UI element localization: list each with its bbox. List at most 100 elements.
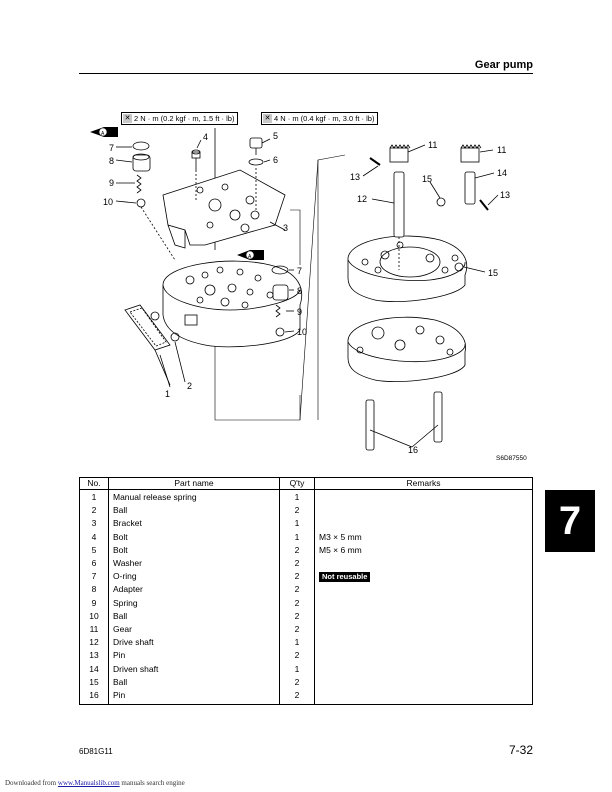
cell-no: 12 bbox=[79, 636, 109, 650]
cell-part-name: Bolt bbox=[108, 530, 280, 544]
cell-qty: 1 bbox=[279, 662, 315, 676]
col-header-part-name: Part name bbox=[108, 477, 280, 490]
callout-13: 13 bbox=[350, 172, 360, 182]
footer-doc-code: 6D81G11 bbox=[79, 747, 113, 756]
cell-part-name: Drive shaft bbox=[108, 636, 280, 650]
cell-part-name: O-ring bbox=[108, 570, 280, 584]
cell-qty: 1 bbox=[279, 530, 315, 544]
torque-spec-text: 4 N · m (0.4 kgf · m, 3.0 ft · lb) bbox=[274, 114, 375, 123]
cell-part-name: Washer bbox=[108, 557, 280, 571]
cell-remarks bbox=[314, 583, 533, 597]
cell-qty: 2 bbox=[279, 557, 315, 571]
cell-qty: 2 bbox=[279, 649, 315, 663]
cell-remarks bbox=[314, 557, 533, 571]
cell-remarks: M3 × 5 mm bbox=[314, 530, 533, 544]
cell-qty: 1 bbox=[279, 636, 315, 650]
cell-remarks bbox=[314, 517, 533, 531]
cell-qty: 2 bbox=[279, 689, 315, 706]
cell-part-name: Pin bbox=[108, 649, 280, 663]
cell-qty: 2 bbox=[279, 504, 315, 518]
cell-part-name: Driven shaft bbox=[108, 662, 280, 676]
callout-2: 2 bbox=[187, 381, 192, 391]
callout-6: 6 bbox=[273, 155, 278, 165]
download-suffix: manuals search engine bbox=[119, 779, 185, 787]
svg-text:A: A bbox=[248, 254, 252, 260]
not-reusable-badge: Not reusable bbox=[319, 572, 371, 583]
cell-part-name: Ball bbox=[108, 504, 280, 518]
cell-no: 9 bbox=[79, 596, 109, 610]
header-rule bbox=[79, 73, 533, 74]
download-link[interactable]: www.Manualslib.com bbox=[57, 779, 120, 787]
cell-no: 14 bbox=[79, 662, 109, 676]
cell-no: 3 bbox=[79, 517, 109, 531]
cell-part-name: Bracket bbox=[108, 517, 280, 531]
callout-4: 4 bbox=[203, 132, 208, 142]
callout-1: 1 bbox=[165, 389, 170, 399]
cell-remarks bbox=[314, 636, 533, 650]
cell-qty: 2 bbox=[279, 543, 315, 558]
callout-9b: 9 bbox=[297, 307, 302, 317]
figure-code: S6D87550 bbox=[496, 455, 527, 462]
torque-spec-text: 2 N · m (0.2 kgf · m, 1.5 ft · lb) bbox=[134, 114, 235, 123]
cell-remarks bbox=[314, 596, 533, 610]
callout-11: 11 bbox=[428, 140, 437, 150]
page-header-title: Gear pump bbox=[474, 59, 533, 71]
callout-16: 16 bbox=[408, 445, 418, 455]
cell-no: 2 bbox=[79, 504, 109, 518]
cell-no: 10 bbox=[79, 609, 109, 624]
cell-remarks bbox=[314, 675, 533, 690]
download-note: Downloaded from www.Manualslib.com manua… bbox=[5, 779, 185, 787]
cell-no: 7 bbox=[79, 570, 109, 584]
cell-remarks bbox=[314, 649, 533, 663]
cell-qty: 1 bbox=[279, 517, 315, 531]
callout-15b: 15 bbox=[488, 268, 498, 278]
chapter-tab: 7 bbox=[545, 490, 595, 552]
cell-part-name: Pin bbox=[108, 689, 280, 706]
cell-remarks: Not reusable bbox=[314, 570, 533, 584]
cell-no: 6 bbox=[79, 557, 109, 571]
cell-qty: 2 bbox=[279, 583, 315, 597]
cell-qty: 2 bbox=[279, 675, 315, 690]
cell-part-name: Gear bbox=[108, 623, 280, 637]
cell-no: 5 bbox=[79, 543, 109, 558]
callout-10: 10 bbox=[103, 197, 113, 207]
download-prefix: Downloaded from bbox=[5, 779, 58, 787]
callout-11b: 11 bbox=[497, 145, 506, 155]
cell-remarks bbox=[314, 609, 533, 624]
cell-qty: 2 bbox=[279, 609, 315, 624]
wrench-icon: ✕ bbox=[123, 114, 132, 123]
cell-part-name: Manual release spring bbox=[108, 489, 280, 505]
torque-spec-4nm: ✕4 N · m (0.4 kgf · m, 3.0 ft · lb) bbox=[261, 112, 379, 125]
cell-remarks bbox=[314, 623, 533, 637]
svg-text:A: A bbox=[101, 131, 105, 137]
callout-12: 12 bbox=[357, 194, 367, 204]
callout-10b: 10 bbox=[297, 327, 307, 337]
torque-spec-2nm: ✕2 N · m (0.2 kgf · m, 1.5 ft · lb) bbox=[121, 112, 239, 125]
cell-remarks bbox=[314, 489, 533, 505]
cell-qty: 2 bbox=[279, 596, 315, 610]
cell-no: 15 bbox=[79, 675, 109, 690]
cell-part-name: Ball bbox=[108, 609, 280, 624]
callout-8: 8 bbox=[109, 156, 114, 166]
cell-no: 16 bbox=[79, 689, 109, 706]
footer-page-number: 7-32 bbox=[508, 743, 533, 757]
cell-no: 4 bbox=[79, 530, 109, 544]
callout-5: 5 bbox=[273, 131, 278, 141]
col-header-no: No. bbox=[79, 477, 109, 490]
cell-part-name: Ball bbox=[108, 675, 280, 690]
callout-14: 14 bbox=[497, 168, 507, 178]
